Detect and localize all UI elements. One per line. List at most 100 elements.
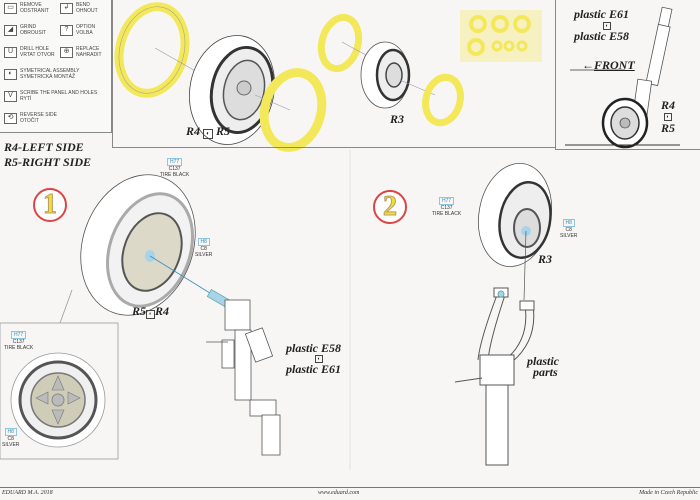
- legend-label: REVERSE SIDE: [20, 112, 57, 118]
- part-r5-label: R5: [216, 124, 231, 138]
- paint-name: SILVER: [2, 442, 20, 448]
- plastic-parts-label-line1: plastic: [527, 354, 559, 368]
- footer-website: www.eduard.com: [318, 490, 360, 496]
- legend-label: DRILL HOLE: [20, 46, 49, 52]
- paint-name: TIRE BLACK: [160, 172, 190, 178]
- part-r4-label: R4: [661, 98, 676, 112]
- paint-code: H77: [11, 331, 27, 339]
- plastic-e61-label: plastic E61: [574, 7, 630, 21]
- legend-sub: ODSTRANIT: [20, 8, 49, 14]
- legend-label: GRIND: [20, 24, 37, 30]
- step-2-badge: 2: [373, 190, 407, 224]
- footer-origin: Made in Czech Republic: [639, 490, 698, 496]
- plastic-e61-label: plastic E61: [286, 362, 342, 376]
- inset-wheel-detail: [10, 352, 106, 448]
- paint-code: H8: [197, 238, 210, 246]
- mask-ring-large-2: [259, 68, 327, 152]
- top-mask-panel: [112, 0, 556, 148]
- legend-label: REPLACE: [76, 46, 100, 52]
- legend-sub: OBROUSIT: [20, 30, 47, 36]
- step-1-badge: 1: [33, 188, 67, 222]
- paint-name: TIRE BLACK: [432, 211, 462, 217]
- main-gear-strut-step1: [206, 288, 281, 456]
- mask-ring-small-1: [317, 13, 363, 73]
- plastic-e58-label: plastic E58: [286, 341, 342, 355]
- legend-label: REMOVE: [20, 2, 42, 8]
- nose-wheel-top: [360, 41, 411, 109]
- nose-wheel-step2: [478, 163, 552, 267]
- option-icon: ?: [60, 24, 73, 36]
- part-r3-label: R3: [538, 252, 553, 266]
- top-wheel-label: R4 ◐ R5: [186, 124, 230, 139]
- paint-code: H8: [562, 219, 575, 227]
- mask-ring-small-2: [422, 73, 464, 127]
- paint-name: TIRE BLACK: [4, 345, 34, 351]
- mask-sheet: [460, 10, 542, 62]
- detail-inset-frame: [0, 322, 119, 460]
- paint-color-code: C8: [200, 246, 207, 252]
- front-direction-label: ←FRONT: [582, 58, 635, 72]
- drill-hole-icon: U: [4, 46, 17, 58]
- symmetrical-assembly-icon: ◐: [203, 129, 214, 139]
- footer-copyright: EDUARD M.A. 2018: [2, 490, 53, 496]
- legend-sub: VRTAT OTVOR: [20, 52, 55, 58]
- bend-icon: ↲: [60, 2, 73, 14]
- plastic-parts-label-line2: parts: [533, 365, 558, 379]
- paint-code: H77: [439, 197, 455, 205]
- legend-sub: SYMETRICKÁ MONTÁŽ: [20, 74, 76, 80]
- paint-color-code: C137: [440, 205, 453, 211]
- legend-label: SCRIBE THE PANEL AND HOLES: [20, 90, 98, 96]
- part-r5-label: R5: [132, 304, 147, 318]
- nose-gear-fork-step2: [454, 287, 535, 466]
- remove-icon: ▭: [4, 2, 17, 14]
- paint-name: SILVER: [560, 233, 578, 239]
- main-wheel-step1: [80, 174, 196, 316]
- reverse-side-icon: ⟲: [4, 112, 17, 124]
- symmetrical-assembly-icon: ◐: [664, 113, 672, 121]
- top-right-panel: [555, 0, 700, 150]
- legend-sub: OTOČIT: [20, 118, 39, 124]
- front-text: FRONT: [594, 58, 635, 72]
- part-r3-label: R3: [390, 112, 405, 126]
- paint-color-code: C8: [7, 436, 14, 442]
- legend-label: OPTION: [76, 24, 96, 30]
- mask-ring-large-1: [114, 2, 190, 98]
- paint-name: SILVER: [195, 252, 213, 258]
- scribe-icon: V: [4, 90, 17, 102]
- legend-label: BEND: [76, 2, 90, 8]
- paint-color-code: C137: [12, 339, 25, 345]
- paint-color-code: C8: [565, 227, 572, 233]
- paint-code: H8: [4, 428, 17, 436]
- paint-color-code: C137: [168, 166, 181, 172]
- part-r4-label: R4: [155, 304, 170, 318]
- legend-sub: VOLBA: [76, 30, 93, 36]
- footer-divider: [0, 487, 700, 488]
- part-r5-label: R5: [661, 121, 676, 135]
- right-side-label: R5-RIGHT SIDE: [4, 155, 92, 169]
- step1-wheel-label: R5◐R4: [132, 304, 169, 319]
- symmetrical-assembly-icon: ◐: [146, 310, 156, 319]
- legend-label: SYMETRICAL ASSEMBLY: [20, 68, 80, 74]
- left-side-label: R4-LEFT SIDE: [4, 140, 84, 154]
- plastic-e58-label: plastic E58: [574, 29, 630, 43]
- legend-sub: OHNOUT: [76, 8, 98, 14]
- replace-icon: ⊕: [60, 46, 73, 58]
- symmetrical-assembly-icon: ◐: [4, 68, 17, 80]
